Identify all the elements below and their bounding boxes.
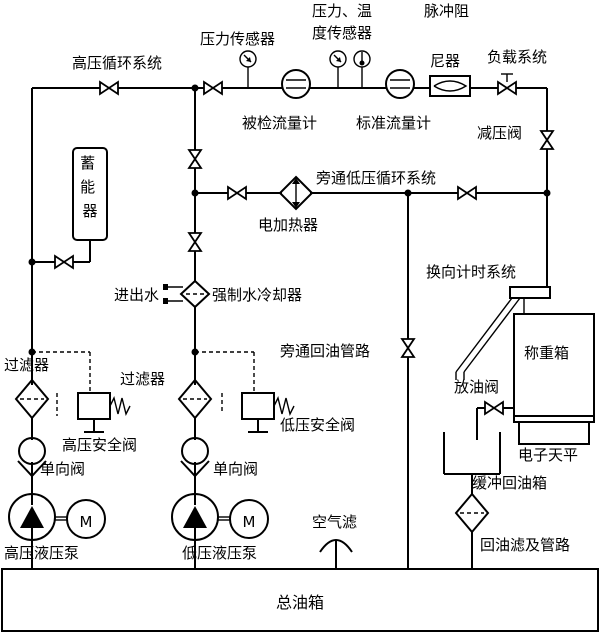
lp-relief-label: 低压安全阀: [280, 416, 355, 434]
electric-heater: [278, 175, 314, 211]
air-filter-label: 空气滤: [312, 513, 357, 531]
hp-relief-valve: [32, 351, 131, 433]
accumulator-char: 蓄: [80, 154, 95, 172]
bypass-loop-valve: [457, 186, 477, 200]
pulse-damper-label-2: 尼器: [430, 52, 460, 70]
buffer-tank-label: 缓冲回油箱: [472, 474, 547, 492]
diverter-nozzle: [509, 260, 551, 299]
pressure-sensor: [239, 50, 257, 88]
junction-dot: [191, 189, 199, 197]
pt-sensor-label-1: 压力、温: [312, 2, 372, 20]
load-valve: [497, 73, 517, 95]
accumulator-label: 蓄 能 器: [80, 154, 100, 220]
temperature-sensor: [353, 50, 371, 88]
heater-label: 电加热器: [258, 216, 318, 234]
test-inlet-valve: [203, 81, 223, 95]
lp-filter-label: 过滤器: [120, 370, 165, 388]
hp-check-valve: [17, 437, 47, 478]
water-in-out-label: 进出水: [114, 286, 159, 304]
pulse-damper-label-1: 脉冲阻: [424, 2, 469, 20]
hp-motor: M: [66, 499, 106, 539]
pulse-damper: [429, 75, 471, 97]
return-filter-label: 回油滤及管路: [480, 536, 570, 554]
hp-loop-valve: [99, 81, 119, 95]
meter-under-test-label: 被检流量计: [242, 114, 317, 132]
reducing-valve: [540, 130, 554, 150]
buffer-tank: [443, 432, 501, 494]
motor-symbol: M: [243, 513, 256, 531]
bypass-loop-label: 旁通低压循环系统: [316, 169, 436, 187]
electronic-scale: [513, 415, 595, 445]
pt-sensor-label-2: 度传感器: [312, 24, 372, 42]
pressure-sensor-label: 压力传感器: [200, 30, 275, 48]
hp-relief-label: 高压安全阀: [62, 436, 137, 454]
junction-dot: [191, 84, 199, 92]
accumulator: [72, 147, 108, 241]
drain-valve-label: 放油阀: [454, 378, 499, 396]
electronic-scale-label: 电子天平: [518, 446, 578, 464]
main-tank-label: 总油箱: [276, 593, 324, 612]
lp-relief-valve: [195, 351, 295, 433]
pt-pressure-gauge: [329, 50, 347, 88]
motor-symbol: M: [80, 513, 93, 531]
reducing-valve-label: 减压阀: [477, 124, 522, 142]
weighing-tank: [513, 313, 595, 417]
lp-lower-valve: [188, 232, 202, 252]
test-line: [221, 87, 548, 260]
lp-check-valve: [180, 437, 210, 478]
high-pressure-lines: [31, 87, 282, 569]
main-tank: [1, 568, 599, 632]
hp-loop-label: 高压循环系统: [72, 54, 162, 72]
standard-meter: [385, 69, 415, 99]
diverter-chutes: [455, 297, 525, 380]
low-pressure-lines: [194, 88, 547, 569]
meter-under-test: [281, 69, 311, 99]
air-filter: [319, 539, 353, 569]
lp-check-label: 单向阀: [213, 460, 258, 478]
hp-filter: [14, 378, 50, 420]
bypass-return-valve: [401, 338, 415, 358]
lp-upper-valve: [188, 149, 202, 169]
bypass-return-label: 旁通回油管路: [280, 342, 370, 360]
lp-motor: M: [229, 499, 269, 539]
diverter-timer-label: 换向计时系统: [426, 263, 516, 281]
accumulator-char: 能: [80, 178, 95, 196]
cooler-label: 强制水冷却器: [212, 286, 302, 304]
heater-valve: [227, 186, 247, 200]
water-cooler: [163, 279, 211, 309]
hp-pump-label: 高压液压泵: [4, 544, 79, 562]
hp-check-label: 单向阀: [40, 460, 85, 478]
accumulator-char: 器: [82, 202, 97, 220]
load-system-label: 负载系统: [487, 48, 547, 66]
standard-meter-label: 标准流量计: [356, 114, 431, 132]
junction-dot: [28, 258, 36, 266]
weighing-tank-label: 称重箱: [524, 344, 569, 362]
accumulator-valve: [54, 255, 74, 269]
drain-valve: [476, 401, 514, 440]
lp-filter: [177, 378, 213, 420]
lp-pump-label: 低压液压泵: [182, 544, 257, 562]
hp-filter-label: 过滤器: [4, 356, 49, 374]
